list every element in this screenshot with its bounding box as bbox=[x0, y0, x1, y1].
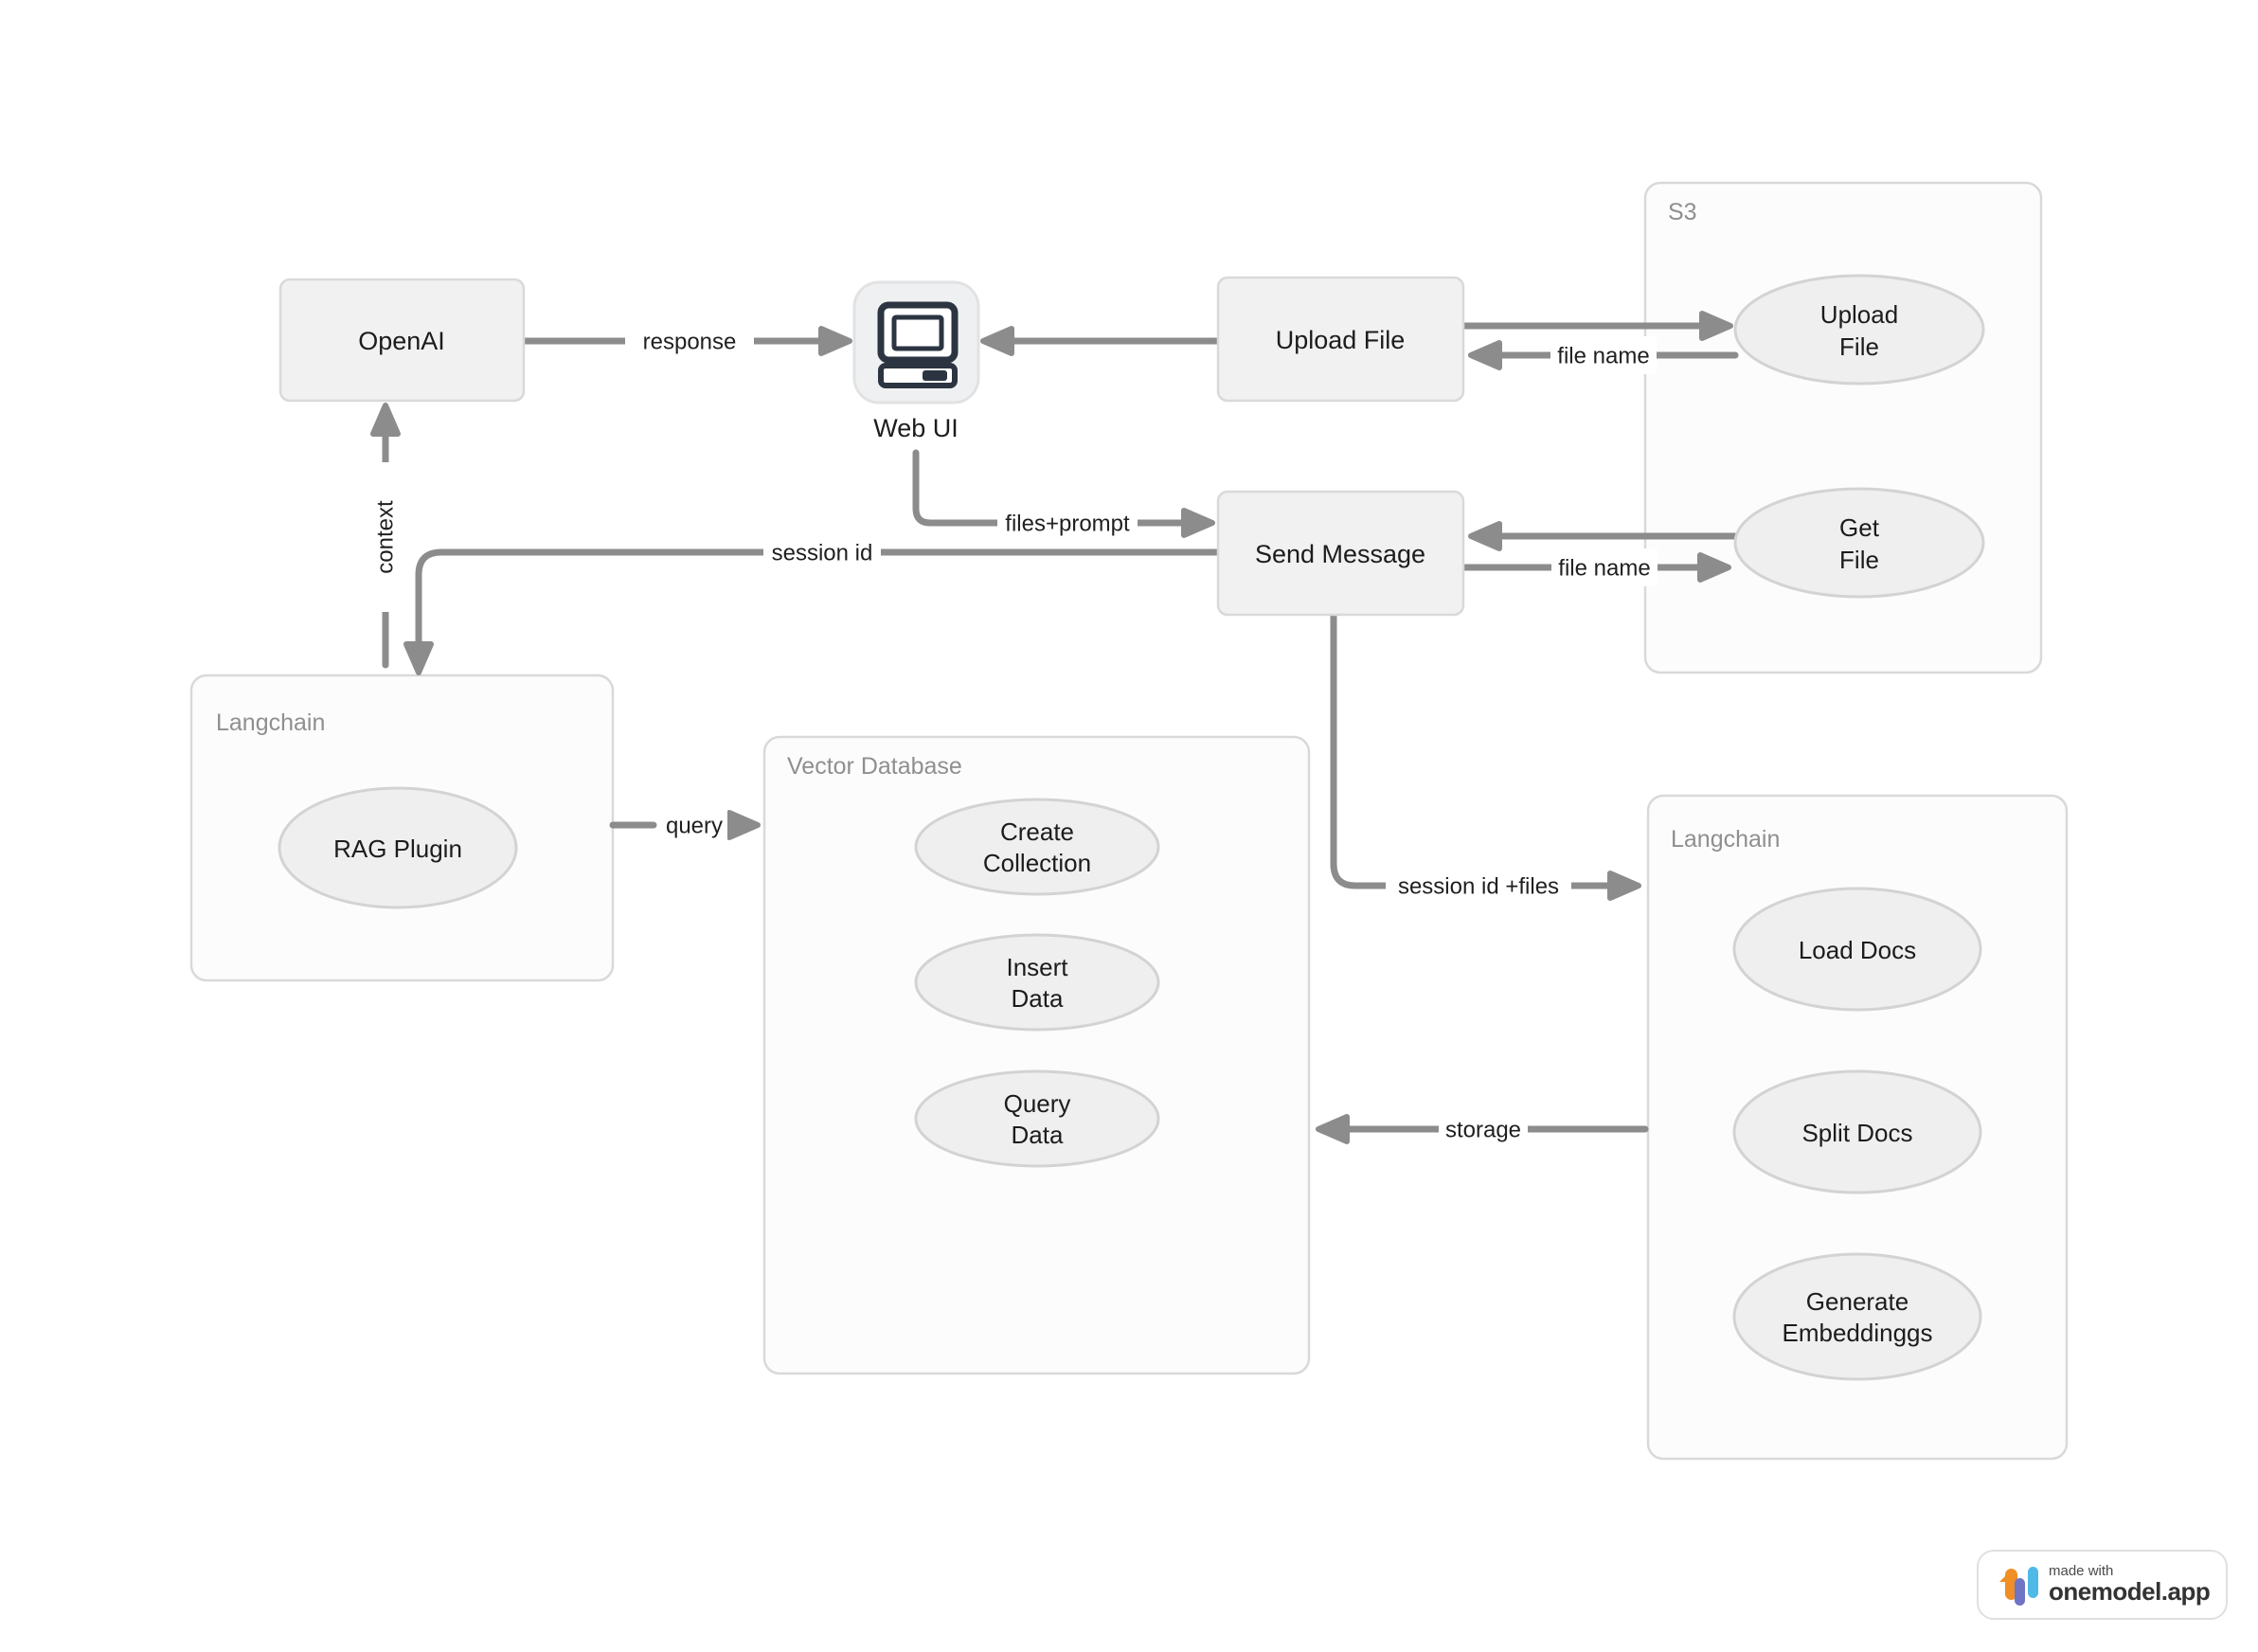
computer-icon bbox=[877, 301, 959, 388]
svg-text:session id: session id bbox=[772, 541, 873, 566]
svg-text:files+prompt: files+prompt bbox=[1005, 512, 1130, 537]
ellipse-split-docs-label: Split Docs bbox=[1801, 1119, 1912, 1147]
ellipse-create-collection[interactable]: Create Collection bbox=[914, 798, 1160, 896]
ellipse-s3-get-file[interactable]: Get File bbox=[1733, 487, 1985, 599]
svg-text:query: query bbox=[666, 814, 723, 839]
svg-text:storage: storage bbox=[1445, 1118, 1521, 1143]
edge-label-files-prompt: files+prompt bbox=[997, 504, 1138, 542]
edge-label-context: context bbox=[366, 462, 405, 612]
node-send-message-label: Send Message bbox=[1255, 540, 1425, 568]
ellipse-generate-embeddings[interactable]: Generate Embeddinggs bbox=[1732, 1252, 1982, 1381]
container-langchain-right-label: Langchain bbox=[1671, 826, 1780, 853]
badge-brand: onemodel.app bbox=[2049, 1577, 2211, 1607]
svg-text:file name: file name bbox=[1558, 556, 1650, 582]
onemodel-badge[interactable]: made with onemodel.app bbox=[1977, 1550, 2228, 1620]
edge-session-id-files[interactable] bbox=[1330, 611, 1641, 901]
node-openai-label: OpenAI bbox=[358, 327, 445, 355]
node-upload-file-label: Upload File bbox=[1276, 326, 1406, 354]
svg-text:File: File bbox=[1839, 546, 1879, 574]
svg-text:Collection: Collection bbox=[983, 849, 1091, 877]
svg-text:Create: Create bbox=[1000, 817, 1074, 846]
svg-text:session id +files: session id +files bbox=[1398, 874, 1559, 900]
ellipse-rag-plugin[interactable]: RAG Plugin bbox=[278, 786, 518, 909]
edge-label-storage: storage bbox=[1439, 1110, 1528, 1148]
svg-text:File: File bbox=[1839, 332, 1879, 361]
badge-made-with: made with bbox=[2049, 1563, 2114, 1580]
ellipse-query-data[interactable]: Query Data bbox=[914, 1069, 1160, 1168]
edge-files-prompt[interactable] bbox=[912, 449, 1215, 538]
ellipse-insert-data[interactable]: Insert Data bbox=[914, 933, 1160, 1032]
node-openai[interactable]: OpenAI bbox=[278, 278, 526, 403]
node-upload-file[interactable]: Upload File bbox=[1216, 276, 1465, 403]
edge-label-session-id: session id bbox=[763, 533, 881, 571]
edge-label-file-name-upload: file name bbox=[1550, 336, 1657, 374]
edge-uploadfile-to-s3[interactable] bbox=[1460, 311, 1733, 341]
svg-text:Get: Get bbox=[1839, 513, 1880, 542]
svg-text:Insert: Insert bbox=[1006, 953, 1068, 981]
edge-label-session-id-files: session id +files bbox=[1386, 867, 1571, 905]
container-s3-label: S3 bbox=[1668, 199, 1697, 225]
onemodel-logo-icon bbox=[1999, 1567, 2038, 1606]
node-web-ui[interactable]: Web UI bbox=[852, 280, 980, 442]
ellipse-split-docs[interactable]: Split Docs bbox=[1732, 1069, 1982, 1194]
node-web-ui-label: Web UI bbox=[873, 414, 959, 442]
svg-text:Embeddinggs: Embeddinggs bbox=[1783, 1319, 1933, 1347]
edge-uploadfile-to-webui[interactable] bbox=[980, 326, 1222, 356]
ellipse-s3-upload-file[interactable]: Upload File bbox=[1733, 274, 1985, 386]
svg-text:Query: Query bbox=[1004, 1089, 1071, 1118]
ellipse-rag-plugin-label: RAG Plugin bbox=[333, 835, 462, 863]
container-vector-database[interactable]: Vector Database bbox=[762, 735, 1311, 1375]
edge-query[interactable] bbox=[609, 810, 761, 840]
edge-session-id[interactable] bbox=[403, 548, 1222, 675]
svg-text:Generate: Generate bbox=[1806, 1287, 1909, 1316]
edge-label-response: response bbox=[625, 322, 754, 360]
container-s3[interactable]: S3 bbox=[1643, 181, 2043, 674]
container-vector-database-label: Vector Database bbox=[787, 753, 962, 780]
svg-text:file name: file name bbox=[1557, 344, 1649, 369]
ellipse-load-docs[interactable]: Load Docs bbox=[1732, 887, 1982, 1012]
svg-text:response: response bbox=[643, 330, 737, 355]
container-langchain-left-label: Langchain bbox=[216, 709, 325, 736]
svg-text:Data: Data bbox=[1012, 984, 1064, 1013]
edge-label-file-name-get: file name bbox=[1551, 548, 1658, 586]
svg-text:context: context bbox=[373, 500, 399, 574]
edge-label-query: query bbox=[661, 806, 727, 844]
ellipse-load-docs-label: Load Docs bbox=[1799, 936, 1916, 964]
node-send-message[interactable]: Send Message bbox=[1216, 490, 1465, 617]
svg-text:Upload: Upload bbox=[1820, 300, 1898, 329]
edge-getfile-to-sendmessage[interactable] bbox=[1468, 521, 1739, 551]
svg-text:Data: Data bbox=[1012, 1121, 1064, 1149]
